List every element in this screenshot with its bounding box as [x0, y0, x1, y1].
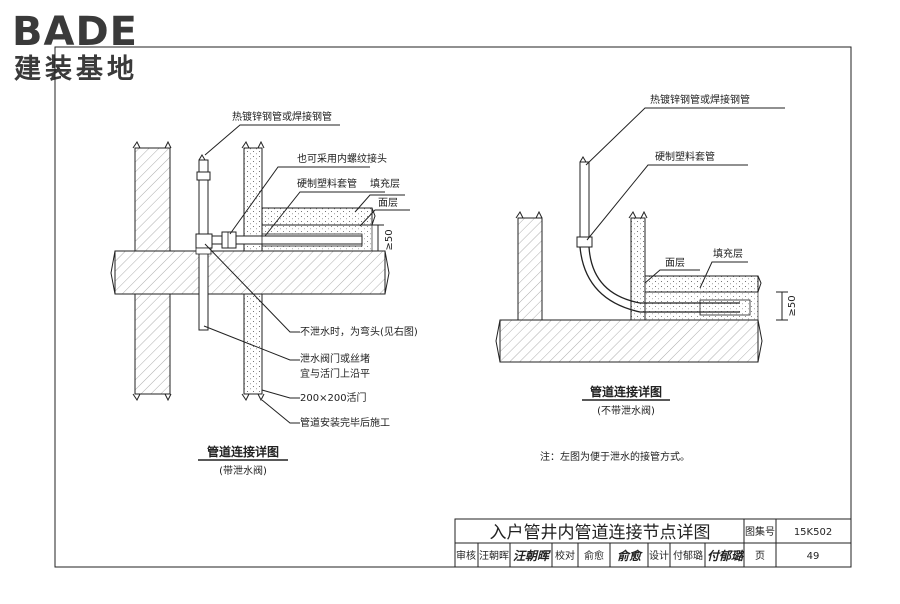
- check-label: 校对: [555, 549, 575, 562]
- left-label-thread-joint: 也可采用内螺纹接头: [297, 152, 387, 165]
- design-label: 设计: [649, 549, 669, 562]
- left-sleeve: [261, 233, 363, 247]
- reviewer-signature: 汪朝晖: [513, 549, 551, 563]
- right-label-steel-pipe: 热镀锌钢管或焊接钢管: [650, 93, 750, 106]
- page-number: 49: [807, 551, 820, 562]
- reviewer-name: 汪朝晖: [479, 550, 509, 562]
- right-sleeve: [699, 299, 751, 316]
- right-detail-drawing: ≥50 热镀锌钢管或焊接钢管 硬制塑料套管 面层 填充层 管道连接详图 (不带泄…: [495, 93, 798, 417]
- left-floor-slab: [114, 250, 386, 295]
- left-label-sleeve: 硬制塑料套管: [297, 177, 357, 190]
- designer-signature: 付郁璐: [707, 549, 745, 563]
- atlas-label: 图集号: [745, 525, 775, 538]
- shaft-wall-lower: [243, 293, 263, 395]
- left-detail-title: 管道连接详图: [207, 444, 279, 459]
- left-label-drain-valve-1: 泄水阀门或丝堵: [300, 352, 370, 365]
- checker-signature: 俞愈: [617, 549, 643, 563]
- right-riser-pipe: [579, 161, 590, 238]
- designer-name: 付郁璐: [673, 549, 703, 562]
- page-label: 页: [755, 550, 765, 562]
- logo-mark: BADE: [12, 9, 138, 55]
- left-label-surface: 面层: [378, 197, 398, 209]
- right-shaft-wall: [630, 217, 646, 321]
- right-label-sleeve: 硬制塑料套管: [655, 150, 715, 163]
- drawing-note: 注：左图为便于泄水的接管方式。: [540, 450, 690, 463]
- left-detail-subtitle: (带泄水阀): [219, 464, 267, 477]
- review-label: 审核: [456, 549, 476, 562]
- left-fill-layer: [261, 207, 373, 226]
- right-bend-pipe: [579, 246, 740, 313]
- bade-logo: BADE 建装基地: [12, 9, 138, 85]
- right-detail-subtitle: (不带泄水阀): [597, 404, 655, 417]
- left-detail-drawing: ≥50 热镀锌钢管或焊接钢管 也可采用内螺纹接头 硬制塑料套管 填充层 面层 不…: [110, 110, 418, 477]
- logo-subtitle: 建装基地: [14, 54, 138, 85]
- left-thread-joint: [221, 231, 237, 249]
- right-label-fill-layer: 填充层: [713, 247, 743, 260]
- shaft-wall-upper: [243, 147, 263, 252]
- left-label-fill-layer: 填充层: [370, 177, 400, 190]
- checker-name: 俞愈: [584, 549, 604, 562]
- sheet-title: 入户管井内管道连接节点详图: [490, 523, 711, 543]
- right-label-surface: 面层: [665, 257, 685, 269]
- right-dim-label: ≥50: [787, 295, 798, 316]
- left-label-no-drain: 不泄水时，为弯头(见右图): [300, 325, 418, 338]
- left-wall-upper: [134, 147, 171, 252]
- left-label-drain-valve-2: 宜与活门上沿平: [300, 367, 370, 380]
- title-block: 入户管井内管道连接节点详图 图集号 15K502 页 49 审核 汪朝晖 汪朝晖…: [454, 518, 852, 568]
- left-drain-pipe: [198, 247, 209, 331]
- sheet-border: [54, 46, 852, 568]
- left-wall-lower: [134, 293, 171, 395]
- atlas-number: 15K502: [794, 527, 832, 538]
- right-floor-slab: [499, 319, 759, 363]
- left-tee-fitting: [195, 233, 213, 249]
- left-label-install: 管道安装完毕后施工: [300, 416, 390, 429]
- right-detail-title: 管道连接详图: [590, 384, 662, 399]
- left-label-door: 200×200活门: [300, 391, 367, 404]
- left-label-steel-pipe: 热镀锌钢管或焊接钢管: [232, 110, 332, 123]
- left-dim-label: ≥50: [384, 229, 395, 250]
- right-wall: [517, 217, 543, 321]
